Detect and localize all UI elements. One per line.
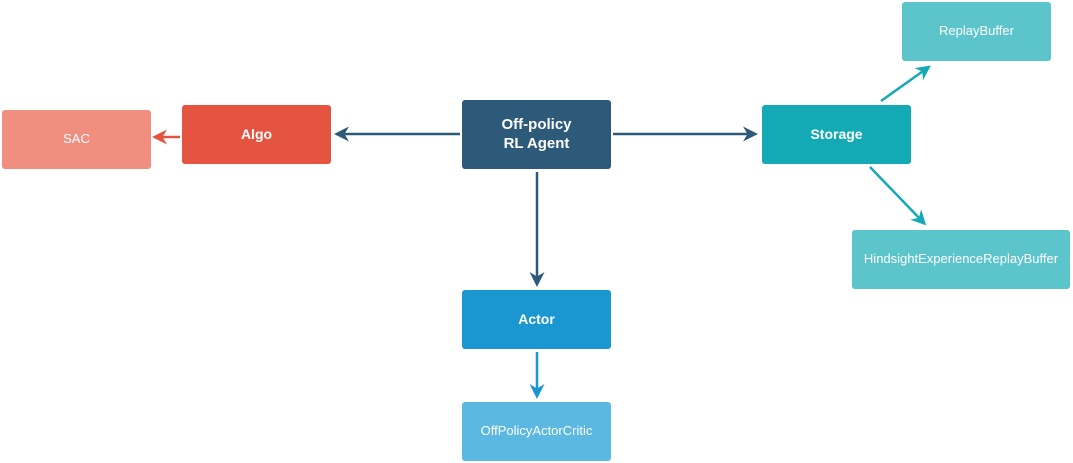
node-her-label: HindsightExperienceReplayBuffer bbox=[863, 251, 1059, 267]
node-algo: Algo bbox=[182, 105, 331, 164]
node-algo-label: Algo bbox=[240, 125, 273, 142]
node-sac-label: SAC bbox=[63, 131, 90, 147]
node-storage: Storage bbox=[762, 105, 911, 164]
node-hindsight-experience-replay-buffer: HindsightExperienceReplayBuffer bbox=[852, 230, 1070, 289]
node-replaybuffer-label: ReplayBuffer bbox=[939, 23, 1014, 39]
node-replaybuffer: ReplayBuffer bbox=[902, 2, 1051, 61]
edge-storage-to-replaybuffer bbox=[880, 65, 931, 103]
node-agent-label-line1: Off-policy bbox=[501, 115, 572, 133]
node-agent-label-line2: RL Agent bbox=[503, 134, 570, 152]
node-offpolicyactorcritic: OffPolicyActorCritic bbox=[462, 402, 611, 461]
node-actor-label: Actor bbox=[518, 310, 555, 327]
edge-storage-to-her bbox=[869, 166, 927, 226]
node-storage-label: Storage bbox=[810, 125, 863, 142]
node-off-policy-rl-agent: Off-policy RL Agent bbox=[462, 100, 611, 169]
node-actor: Actor bbox=[462, 290, 611, 349]
node-sac: SAC bbox=[2, 110, 151, 169]
node-offpolicyactorcritic-label: OffPolicyActorCritic bbox=[480, 423, 593, 439]
